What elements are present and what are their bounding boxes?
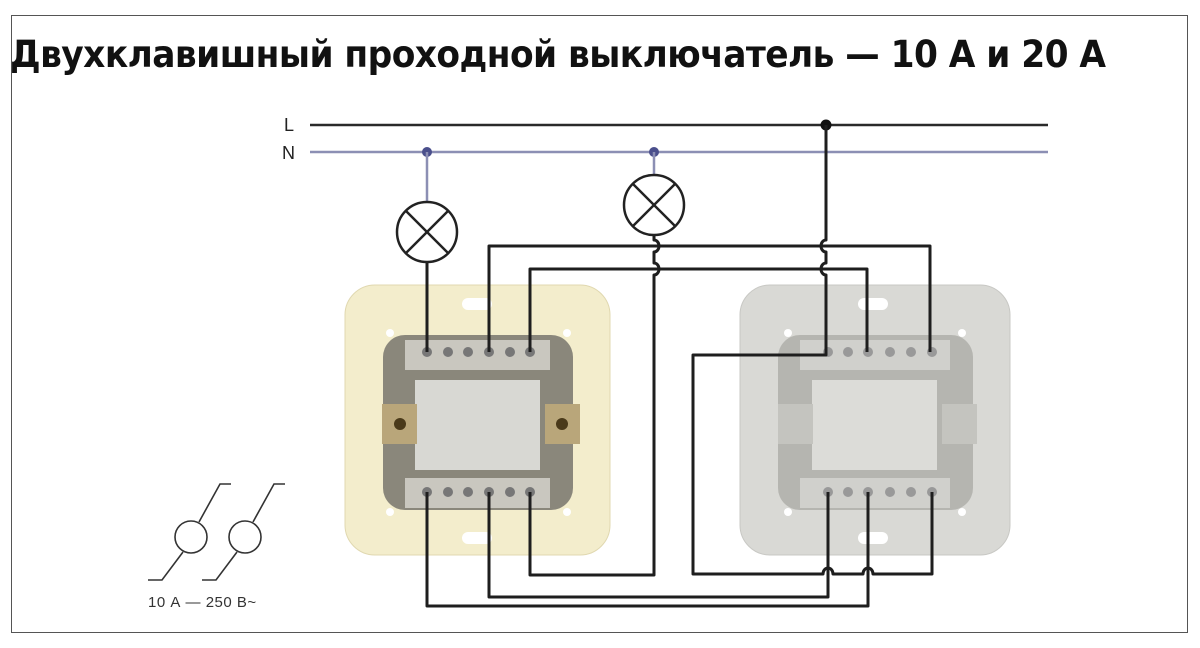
wire-traveler-top-1 (487, 244, 932, 352)
wire-phase-to-right-switch (691, 125, 934, 576)
line-label-N: N (282, 143, 295, 163)
diagram-title: Двухклавишный проходной выключатель — 10… (10, 33, 1106, 76)
right-switch (739, 284, 1011, 556)
wire-traveler-top-2 (528, 267, 869, 352)
wire-traveler-bottom-1 (487, 492, 830, 599)
diagram-frame (11, 15, 1188, 633)
lamp-2-icon (622, 173, 686, 237)
wire-traveler-bottom-2 (425, 492, 870, 608)
wire-lamp2-to-left-switch (528, 235, 661, 577)
line-label-L: L (284, 115, 294, 135)
lamp-1-icon (395, 200, 459, 264)
switch-rating: 10 А — 250 В~ (148, 594, 257, 611)
left-switch (344, 284, 611, 556)
double-switch-symbol-icon (148, 483, 285, 581)
